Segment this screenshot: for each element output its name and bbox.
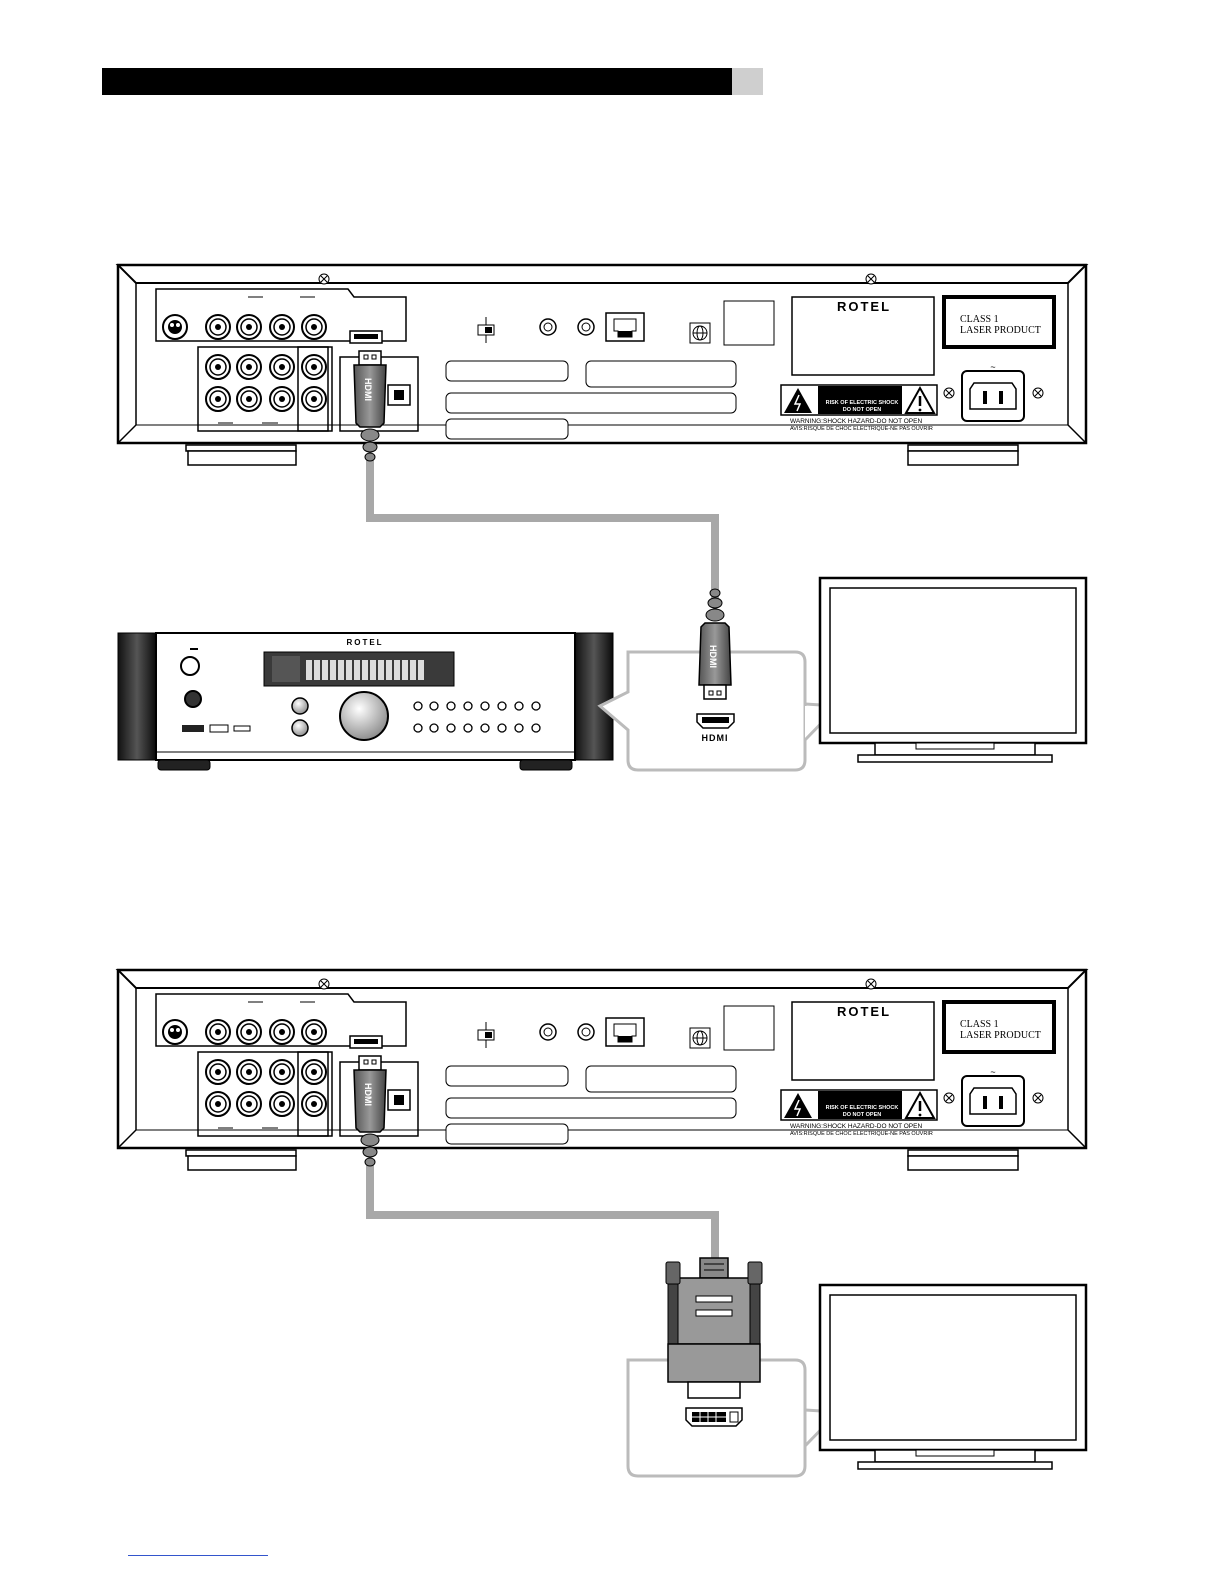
hdmi-cable-top xyxy=(366,455,719,598)
hdmi-plug-player-top xyxy=(353,350,387,462)
warning-fr-top: AVIS:RISQUE DE CHOC ELECTRIQUE-NE PAS OU… xyxy=(790,426,933,432)
caution-sub1-top: RISK OF ELECTRIC SHOCK xyxy=(826,400,899,406)
hdmi-plug-text-bottom: HDMI xyxy=(363,1083,373,1106)
av-receiver-front xyxy=(117,632,614,771)
hdmi-plug-tv-top xyxy=(698,588,732,700)
class1-line1-top: CLASS 1 xyxy=(960,314,999,325)
dvi-port-icon xyxy=(685,1407,743,1427)
caution-sub1-bottom: RISK OF ELECTRIC SHOCK xyxy=(826,1105,899,1111)
class1-line2-bottom: LASER PRODUCT xyxy=(960,1030,1041,1041)
ac-symbol-top: ~ xyxy=(990,362,995,372)
hdmi-plug-text-tv: HDMI xyxy=(708,645,718,668)
dvi-plug xyxy=(665,1257,763,1399)
class1-line1-bottom: CLASS 1 xyxy=(960,1019,999,1030)
rotel-label-top: ROTEL xyxy=(837,299,891,314)
player-rear-panel-top xyxy=(118,265,1086,465)
caution-sub2-top: DO NOT OPEN xyxy=(843,407,882,413)
class1-line2-top: LASER PRODUCT xyxy=(960,325,1041,336)
section-header-bar xyxy=(102,68,732,95)
receiver-brand: ROTEL xyxy=(346,638,383,647)
hdmi-callout-bubble xyxy=(597,650,807,772)
hdmi-port-label: HDMI xyxy=(702,733,729,743)
warning-en-bottom: WARNING:SHOCK HAZARD-DO NOT OPEN xyxy=(790,1123,922,1130)
caution-sub2-bottom: DO NOT OPEN xyxy=(843,1112,882,1118)
tv-top xyxy=(818,576,1088,764)
caution-title-top: CAUTION xyxy=(838,386,886,396)
hdmi-plug-player-bottom xyxy=(353,1055,387,1167)
caution-title-bottom: CAUTION xyxy=(838,1091,886,1101)
hdmi-plug-text-top: HDMI xyxy=(363,378,373,401)
footer-link-underline xyxy=(128,1555,268,1556)
hdmi-dvi-cable xyxy=(366,1160,719,1262)
warning-en-top: WARNING:SHOCK HAZARD-DO NOT OPEN xyxy=(790,418,922,425)
rotel-label-bottom: ROTEL xyxy=(837,1004,891,1019)
warning-fr-bottom: AVIS:RISQUE DE CHOC ELECTRIQUE-NE PAS OU… xyxy=(790,1131,933,1137)
player-rear-panel-bottom xyxy=(118,970,1086,1170)
ac-symbol-bottom: ~ xyxy=(990,1067,995,1077)
tv-bottom xyxy=(818,1283,1088,1471)
section-header-tab xyxy=(732,68,763,95)
